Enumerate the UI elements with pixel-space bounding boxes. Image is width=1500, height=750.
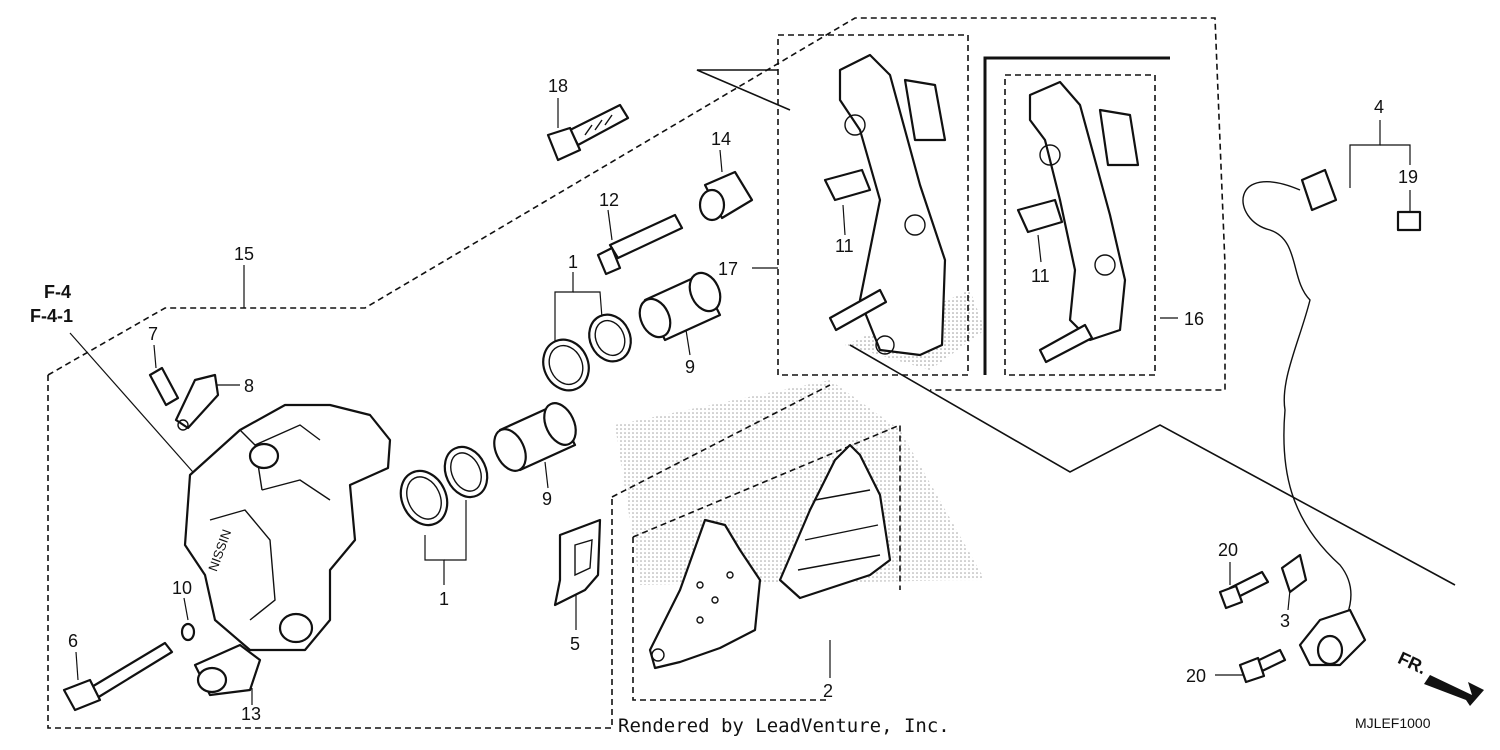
- part-seals-1-lower: [399, 445, 489, 527]
- part-clamp-3: [1280, 553, 1308, 594]
- part-bracket-16: [1028, 80, 1140, 364]
- section-ref-f4-1: F-4-1: [30, 306, 73, 326]
- callout-10: 10: [172, 578, 192, 598]
- callout-11-b: 11: [1031, 266, 1050, 286]
- part-pin-12: [596, 213, 684, 276]
- part-boot-14: [698, 170, 754, 222]
- part-washer-10: [180, 622, 196, 642]
- callout-5: 5: [570, 634, 580, 654]
- callout-11-a: 11: [835, 236, 854, 256]
- part-bolt-6: [62, 641, 174, 712]
- callout-15: 15: [234, 244, 254, 264]
- callout-2: 2: [823, 681, 833, 701]
- callout-6: 6: [68, 631, 78, 651]
- callout-7: 7: [148, 324, 158, 344]
- part-clip-11-b: [1016, 198, 1064, 234]
- callout-19: 19: [1398, 167, 1418, 187]
- callout-20-a: 20: [1218, 540, 1238, 560]
- part-bracket-17: [828, 53, 947, 357]
- part-cap-8: [174, 373, 220, 431]
- callout-8: 8: [244, 376, 254, 396]
- callout-13: 13: [241, 704, 261, 724]
- callout-9-upper: 9: [685, 357, 695, 377]
- part-caliper-body: NISSIN: [183, 403, 392, 652]
- part-pad-2-right: [778, 443, 892, 600]
- callout-18: 18: [548, 76, 568, 96]
- part-clip-11-a: [823, 168, 872, 202]
- part-bleeder-7: [148, 366, 180, 407]
- callout-16: 16: [1184, 309, 1204, 329]
- leader-lines: [69, 98, 1411, 705]
- direction-label: FR.: [1395, 648, 1430, 678]
- callout-1-lower: 1: [439, 589, 449, 609]
- part-cap-13: [193, 643, 262, 697]
- group-boundaries: [47, 17, 1456, 729]
- callout-14: 14: [711, 129, 731, 149]
- callout-4: 4: [1374, 97, 1384, 117]
- part-bolt-20-b: [1238, 648, 1287, 684]
- callout-12: 12: [599, 190, 619, 210]
- part-bolt-18: [546, 103, 630, 162]
- part-seals-1-upper: [542, 313, 632, 392]
- part-piston-9-upper: [638, 271, 722, 342]
- section-ref-f4: F-4: [44, 282, 71, 302]
- part-sensor-wire: [1242, 168, 1422, 641]
- part-pad-2-left: [648, 518, 762, 670]
- callout-20-b: 20: [1186, 666, 1206, 686]
- callout-labels: 18 14 12 15 1 7 8 9 9 1 10 6 13 5 2 11 1…: [68, 76, 1418, 724]
- callout-1-upper: 1: [568, 252, 578, 272]
- part-bolt-20-a: [1218, 570, 1270, 610]
- callout-3: 3: [1280, 611, 1290, 631]
- front-direction-arrow: FR.: [1395, 648, 1484, 706]
- part-spring-5: [553, 518, 602, 607]
- diagram-code: MJLEF1000: [1355, 715, 1431, 731]
- section-references: F-4 F-4-1: [30, 282, 73, 326]
- callout-17: 17: [718, 259, 738, 279]
- footer-credit: Rendered by LeadVenture, Inc.: [618, 715, 950, 737]
- part-sensor-20: [1298, 608, 1367, 667]
- callout-9-lower: 9: [542, 489, 552, 509]
- part-piston-9-lower: [493, 402, 577, 472]
